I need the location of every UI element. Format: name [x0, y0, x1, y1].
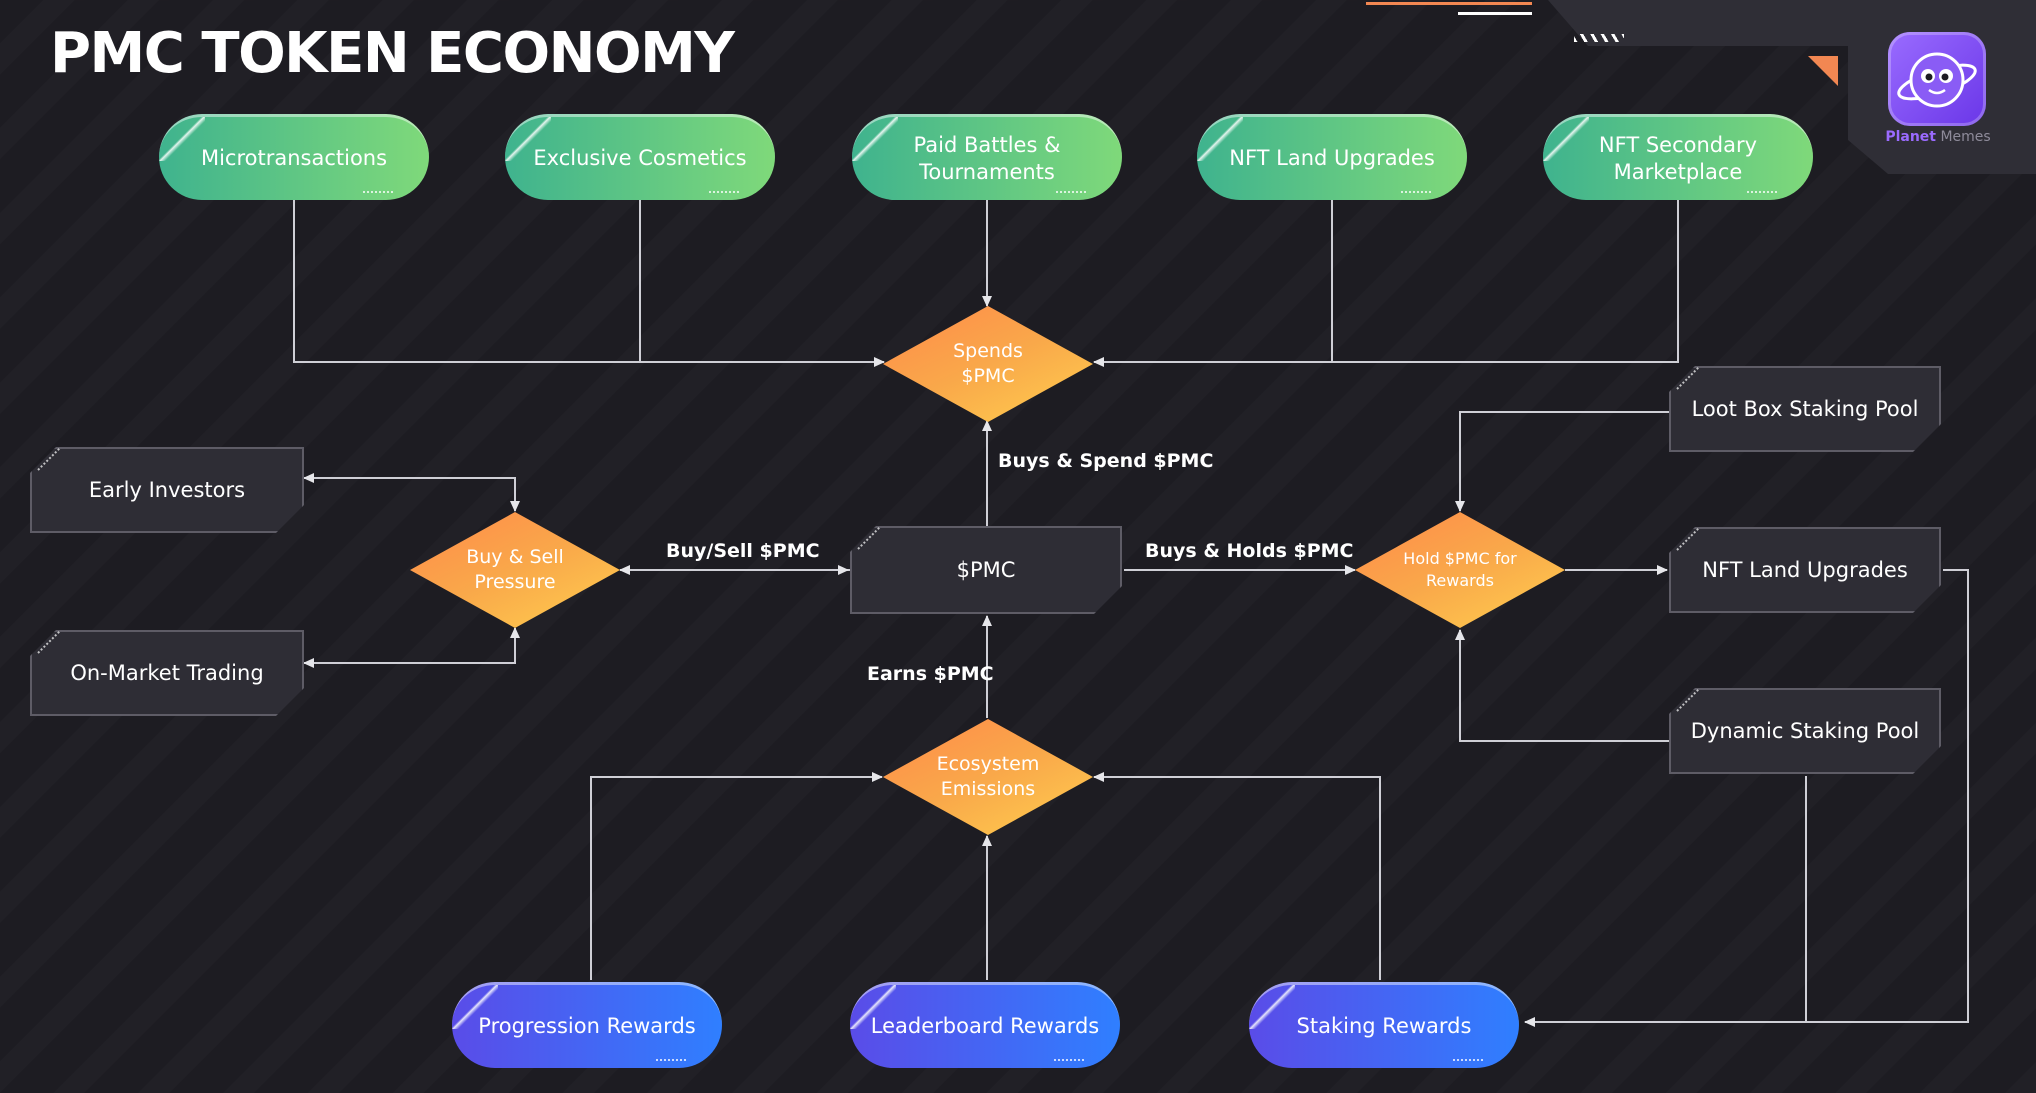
planet-mascot-icon	[1888, 32, 1986, 126]
label-buys-holds-pmc: Buys & Holds $PMC	[1145, 540, 1354, 562]
edge-trading-buysell	[306, 627, 520, 664]
node-staking-rewards: Staking Rewards	[1249, 982, 1519, 1068]
label-buy-sell-pmc: Buy/Sell $PMC	[666, 540, 820, 562]
label-earns-pmc: Earns $PMC	[867, 663, 994, 685]
node-nft-land-upgrades-right: NFT Land Upgrades	[1669, 527, 1941, 613]
edge-nftland-staking	[1524, 569, 1969, 1027]
top-white-line	[1458, 12, 1532, 15]
node-on-market-trading: On-Market Trading	[30, 630, 304, 716]
edge-lootbox-hold	[1455, 411, 1669, 512]
node-early-investors: Early Investors	[30, 447, 304, 533]
top-accent-line	[1366, 2, 1532, 5]
edge-secondary-spends	[1093, 200, 1679, 367]
edge-progression-emissions	[590, 772, 883, 980]
node-pmc: $PMC	[850, 526, 1122, 614]
node-microtransactions: Microtransactions	[159, 114, 429, 200]
node-leaderboard-rewards: Leaderboard Rewards	[850, 982, 1120, 1068]
node-exclusive-cosmetics: Exclusive Cosmetics	[505, 114, 775, 200]
page-title: PMC TOKEN ECONOMY	[50, 21, 735, 86]
node-progression-rewards: Progression Rewards	[452, 982, 722, 1068]
label-buys-spend-pmc: Buys & Spend $PMC	[998, 450, 1214, 472]
edge-investors-buysell	[306, 477, 520, 512]
edge-microtransactions-spends	[293, 200, 885, 367]
node-dynamic-staking-pool: Dynamic Staking Pool	[1669, 688, 1941, 774]
node-paid-battles: Paid Battles &Tournaments	[852, 114, 1122, 200]
logo-text: Planet Memes	[1885, 129, 1991, 145]
node-nft-land-upgrades-top: NFT Land Upgrades	[1197, 114, 1467, 200]
node-loot-box-staking-pool: Loot Box Staking Pool	[1669, 366, 1941, 452]
edge-dynamic-hold	[1455, 629, 1669, 742]
edge-staking-emissions	[1093, 772, 1381, 980]
header-ticks	[1574, 34, 1624, 42]
